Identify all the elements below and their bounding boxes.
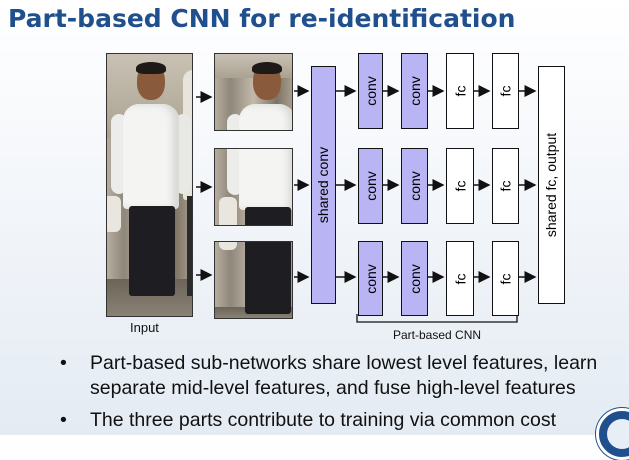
fc1-top: fc [446, 53, 474, 129]
conv-label: conv [406, 171, 423, 201]
part-photo-middle [214, 148, 293, 226]
shared-conv-box: shared conv [311, 66, 336, 304]
part-photo-top [214, 53, 293, 131]
input-photo [106, 53, 193, 317]
conv-label: conv [362, 76, 379, 106]
shared-fc-output-box: shared fc, output [538, 66, 565, 304]
slide-title: Part-based CNN for re-identification [8, 4, 516, 33]
fc-label: fc [497, 85, 514, 97]
conv2-bottom: conv [401, 241, 428, 316]
conv2-top: conv [401, 53, 428, 129]
fc1-middle: fc [446, 148, 474, 224]
conv1-top: conv [358, 53, 383, 129]
bullet-1-line-2: separate mid-level features, and fuse hi… [90, 377, 576, 399]
fc1-bottom: fc [446, 241, 474, 316]
bullet-dot: • [60, 409, 67, 431]
fc2-middle: fc [492, 148, 519, 224]
bullet-1-line-1: Part-based sub-networks share lowest lev… [90, 352, 598, 374]
shared-fc-output-label: shared fc, output [543, 132, 560, 238]
bullet-2-line-1: The three parts contribute to training v… [90, 409, 557, 431]
fc-label: fc [497, 180, 514, 192]
fc2-top: fc [492, 53, 519, 129]
conv-label: conv [406, 263, 423, 294]
conv1-bottom: conv [358, 241, 383, 316]
conv1-middle: conv [358, 148, 383, 224]
conv2-middle: conv [401, 148, 428, 224]
shared-conv-label: shared conv [315, 146, 332, 224]
part-photo-bottom [214, 241, 293, 319]
conv-label: conv [362, 171, 379, 201]
fc-label: fc [451, 273, 468, 284]
institution-logo-icon [596, 408, 629, 460]
fc-label: fc [451, 85, 468, 97]
input-label: Input [130, 320, 159, 335]
bullet-dot: • [60, 352, 67, 374]
fc-label: fc [497, 273, 514, 284]
conv-label: conv [362, 263, 379, 294]
conv-label: conv [406, 76, 423, 106]
fc-label: fc [451, 180, 468, 192]
fc2-bottom: fc [492, 241, 519, 316]
part-based-cnn-label: Part-based CNN [393, 328, 482, 342]
